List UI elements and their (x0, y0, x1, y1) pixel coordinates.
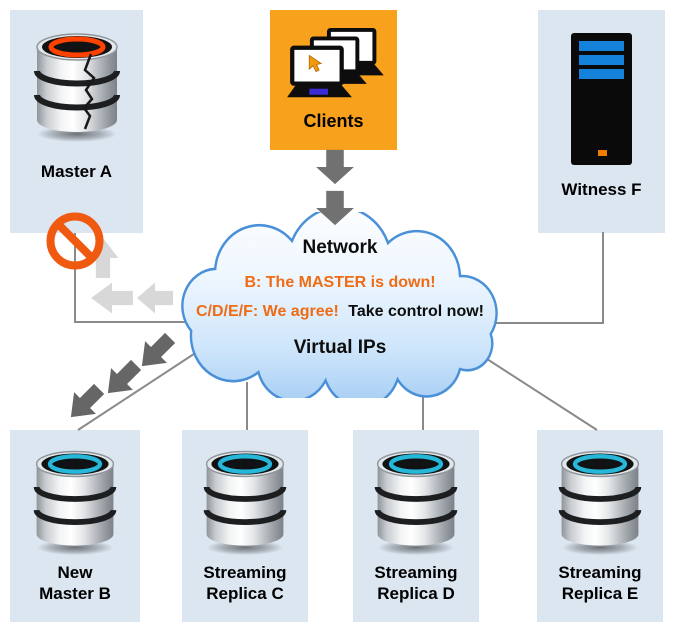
node-label-clients: Clients (303, 111, 364, 131)
node-label-replica-c: Streaming Replica C (203, 562, 286, 605)
laptop-power-bar (308, 88, 328, 95)
cloud-subtitle: Virtual IPs (293, 337, 387, 358)
node-streaming-replica-c: Streaming Replica C (182, 430, 308, 622)
label-line1: Streaming (558, 563, 642, 582)
cloud-title: Network (302, 237, 378, 258)
blocked-arrow-left-icon (136, 282, 174, 314)
node-label-new-master-b: New Master B (39, 562, 111, 605)
client-laptops-icon (282, 27, 386, 106)
node-label-witness-f: Witness F (561, 180, 642, 199)
cloud-message-agree: C/D/E/F: We agree! Take control now! (172, 303, 508, 321)
cloud-icon (181, 212, 498, 398)
label-line1: Streaming (374, 563, 458, 582)
label-line1: Streaming (203, 563, 287, 582)
server-power-light (598, 150, 607, 156)
blocked-arrow-left-icon (91, 282, 133, 314)
line-cloud-to-witness-f (480, 232, 604, 324)
failover-arrow-icon (60, 378, 110, 428)
cloud-message-master-down: B: The MASTER is down! (244, 274, 436, 291)
prohibition-icon (46, 212, 104, 270)
node-clients: Clients (270, 10, 397, 150)
cursor-icon (308, 54, 322, 73)
server-tower-icon (571, 33, 632, 165)
node-witness-f: Witness F (538, 10, 665, 233)
clients-traffic-arrows (316, 149, 354, 226)
label-line2: Master B (39, 584, 111, 604)
node-label-replica-d: Streaming Replica D (374, 562, 457, 605)
failover-arrows (60, 327, 181, 428)
label-line2: Replica D (377, 584, 455, 604)
node-new-master-b: New Master B (10, 430, 140, 622)
failover-arrow-icon (97, 354, 147, 404)
node-label-replica-e: Streaming Replica E (558, 562, 641, 605)
line-cloud-to-replica-e (469, 347, 598, 431)
node-streaming-replica-e: Streaming Replica E (537, 430, 663, 622)
label-line2: Replica C (206, 584, 284, 604)
line-cloud-to-new-master-b (77, 349, 201, 431)
node-master-a: Master A (10, 10, 143, 233)
label-line2: Replica E (561, 584, 639, 604)
cloud-message-take-control: Take control now! (348, 303, 484, 320)
node-streaming-replica-d: Streaming Replica D (353, 430, 479, 622)
network-cloud: Network B: The MASTER is down! C/D/E/F: … (172, 212, 508, 398)
node-label-master-a: Master A (40, 162, 113, 181)
cloud-message-agree-orange: C/D/E/F: We agree! (195, 303, 339, 320)
label-line1: New (57, 563, 93, 582)
